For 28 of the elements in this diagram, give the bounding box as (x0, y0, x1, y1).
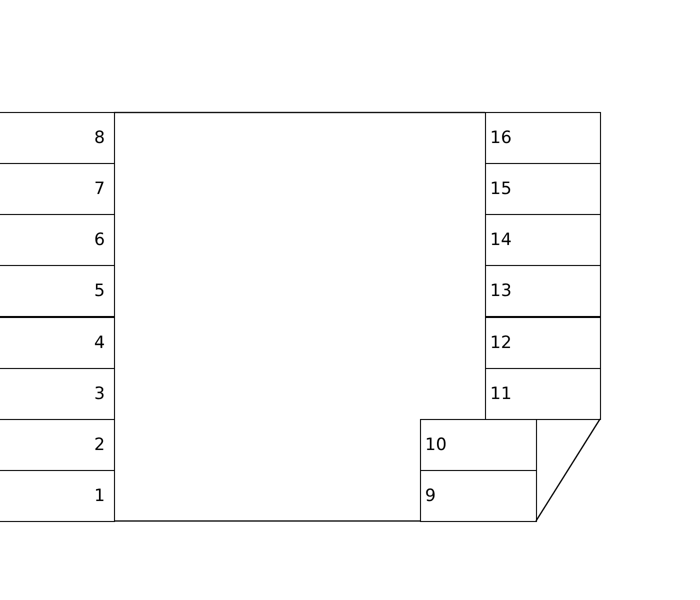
space-number: 10 (425, 436, 447, 454)
parking-space (485, 368, 601, 420)
space-number: 8 (94, 130, 105, 146)
space-number: 12 (490, 334, 512, 352)
space-number: 9 (425, 488, 436, 504)
parking-space (0, 317, 115, 369)
parking-space (420, 419, 537, 471)
space-number: 2 (94, 436, 105, 454)
space-number: 13 (490, 282, 512, 300)
parking-space (0, 112, 115, 164)
parking-space (485, 214, 601, 266)
space-number: 14 (490, 232, 512, 248)
parking-space (485, 163, 601, 215)
space-number: 15 (490, 180, 512, 198)
parking-space (485, 112, 601, 164)
space-number: 7 (94, 180, 105, 198)
space-number: 4 (94, 334, 105, 352)
parking-space (485, 265, 601, 317)
space-number: 1 (94, 488, 105, 504)
parking-space (0, 470, 115, 522)
space-number: 5 (94, 282, 105, 300)
space-number: 11 (490, 386, 512, 402)
space-number: 16 (490, 130, 512, 146)
space-number: 6 (94, 232, 105, 248)
space-number: 3 (94, 386, 105, 402)
parking-space (420, 470, 537, 522)
parking-space (0, 265, 115, 317)
parking-space (485, 317, 601, 369)
